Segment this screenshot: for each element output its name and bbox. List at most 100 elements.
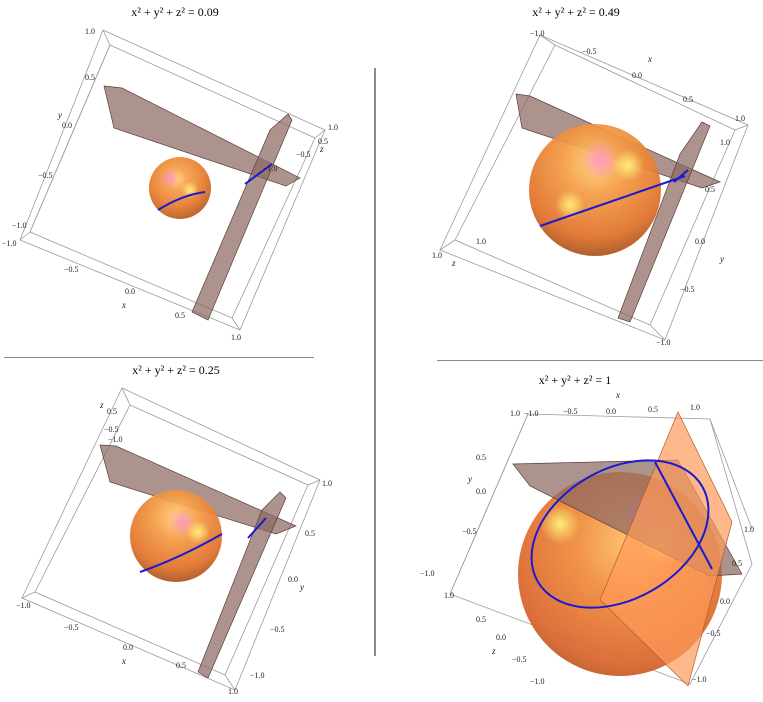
tick-labels: 1.0 −1.0 −0.5 0.0 0.5 1.0 0.5 0.0 −0.5 −… [420,403,754,686]
panel-title: x² + y² + z² = 0.25 [132,363,219,377]
z-axis-label: z [99,400,104,410]
tick-label: 0.5 [476,453,486,462]
tick-label: −0.5 [680,285,695,294]
sphere [149,157,211,219]
tick-label: −0.5 [104,425,119,434]
tick-labels: −1.0 −0.5 0.0 0.5 1.0 1.0 0.5 0.0 −0.5 −… [432,29,745,347]
plane-intersection-line [654,461,713,570]
tick-label: −0.5 [270,625,285,634]
tick-label: 0.5 [683,95,693,104]
tick-label: 0.0 [476,487,486,496]
intersection-curve [157,191,206,211]
bounding-box [21,387,321,691]
intersection-curve [539,175,686,227]
tick-label: 1.0 [432,251,442,260]
vertical-plane [197,491,287,679]
tick-label: −1.0 [530,677,545,686]
tick-label: 0.0 [606,407,616,416]
tick-label: −1.0 [692,675,707,684]
plot-0.49: x² + y² + z² = 0.49 −1.0 −0.5 0.0 0.5 1.… [432,5,749,347]
tick-label: −1.0 [263,164,278,173]
z-axis-label: z [451,258,456,268]
tick-label: −0.5 [462,527,477,536]
plot-1: x² + y² + z² = 1 1.0 −1.0 −0.5 0.0 0.5 1… [420,373,754,687]
tick-label: −0.5 [706,629,721,638]
plot-0.25: x² + y² + z² = 0.25 0.5 −0.5 −1.0 1.0 0.… [16,363,332,696]
panel-radius-0.3: x² + y² + z² = 0.09 1.0 0.5 0.0 −0.5 −1.… [0,0,370,356]
vertical-divider [374,68,376,656]
tick-label: 0.0 [720,597,730,606]
tick-label: 1.0 [720,138,730,147]
panel-radius-0.7: x² + y² + z² = 0.49 −1.0 −0.5 0.0 0.5 1.… [380,0,763,356]
z-axis-label: z [491,646,496,656]
tick-label: −0.5 [512,655,527,664]
y-axis-label: y [57,110,62,120]
y-axis-label: y [719,254,724,264]
horizontal-divider-left [4,357,314,358]
bounding-box [439,34,749,341]
tick-label: −1.0 [16,601,31,610]
tick-label: 1.0 [85,27,95,36]
tick-label: −0.5 [38,171,53,180]
tick-label: 0.5 [476,615,486,624]
tick-label: 0.5 [176,661,186,670]
tick-label: 0.0 [125,287,135,296]
x-axis-label: x [647,54,652,64]
tick-label: 1.0 [231,333,241,342]
tick-label: −0.5 [64,265,79,274]
x-axis-label: x [121,300,126,310]
intersection-curve [530,459,710,609]
tick-label: −0.5 [563,407,578,416]
plot-0.09: x² + y² + z² = 0.09 1.0 0.5 0.0 −0.5 −1.… [2,5,338,342]
tick-label: 0.0 [632,71,642,80]
intersection-curve [139,533,223,573]
tick-label: −0.5 [64,623,79,632]
z-axis-label: z [319,144,324,154]
tick-label: 0.0 [695,237,705,246]
tick-label: 1.0 [328,123,338,132]
tick-label: 1.0 [476,237,486,246]
tick-label: 0.5 [175,311,185,320]
tick-label: 1.0 [690,403,700,412]
tick-label: −1.0 [420,569,435,578]
horizontal-divider-right [437,360,763,361]
plane-intersection-line [247,517,267,539]
tick-label: 0.5 [648,405,658,414]
tick-label: 0.0 [123,643,133,652]
x-axis-label: x [121,656,126,666]
plane-intersection-line [673,169,689,183]
panel-radius-0.5: x² + y² + z² = 0.25 0.5 −0.5 −1.0 1.0 0.… [0,360,370,702]
plane-intersection-line [244,163,273,185]
vertical-plane [191,113,293,321]
tick-label: −1.0 [12,221,27,230]
tick-label: −1.0 [250,671,265,680]
tick-label: −1.0 [530,29,545,38]
panel-title: x² + y² + z² = 0.49 [532,5,619,19]
tick-label: 1.0 [735,114,745,123]
tick-label: 0.5 [705,185,715,194]
tick-label: 1.0 [510,409,520,418]
sphere [529,124,661,256]
tick-label: 0.5 [732,559,742,568]
tick-label: −1.0 [524,409,539,418]
tick-label: 1.0 [322,479,332,488]
panel-title: x² + y² + z² = 0.09 [131,5,218,19]
horizontal-plane [99,444,297,535]
x-axis-label: x [615,390,620,400]
tick-label: 0.5 [107,407,117,416]
tick-label: −1.0 [108,435,123,444]
tick-label: 0.5 [85,73,95,82]
tick-label: 1.0 [444,591,454,600]
tick-label: 1.0 [744,525,754,534]
tick-label: −0.5 [582,47,597,56]
tick-labels: 0.5 −0.5 −1.0 1.0 0.5 0.0 −0.5 −1.0 −1.0… [16,407,332,696]
tick-label: 0.5 [318,137,328,146]
y-axis-label: y [467,474,472,484]
tick-label: 0.0 [496,633,506,642]
tick-label: 0.0 [62,121,72,130]
sphere [130,490,222,582]
panel-radius-1: x² + y² + z² = 1 1.0 −1.0 −0.5 0.0 0.5 1… [380,364,763,702]
tick-label: 0.0 [288,575,298,584]
tick-label: 0.5 [305,529,315,538]
bounding-box [19,29,326,331]
